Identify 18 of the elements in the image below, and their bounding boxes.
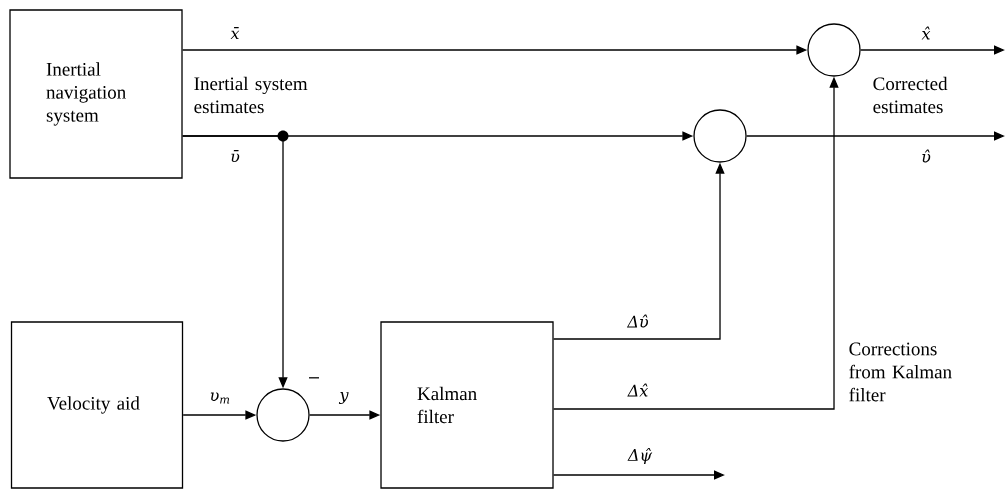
process-box: Inertial navigation system: [9, 9, 183, 179]
summing-junction: [256, 388, 310, 442]
summing-junction: [807, 23, 861, 77]
process-box: Kalman filter: [380, 321, 554, 489]
edge-label: x̂: [920, 25, 932, 41]
annotation: Corrections from Kalman filter: [849, 342, 952, 402]
summing-junction: [693, 109, 747, 163]
edge-label: y: [338, 391, 350, 405]
edge-label: υ$_{m}$: [208, 391, 232, 405]
edge-label: x̄: [229, 26, 241, 40]
edge-label: Δx̂: [626, 382, 650, 398]
edge-label: Δψ̂: [626, 446, 654, 466]
edge-label: Δυ̂: [626, 313, 650, 329]
edge-label: υ̂: [920, 148, 932, 164]
edge-label: ῡ: [229, 149, 241, 163]
edge-label: −: [306, 376, 322, 384]
annotation: Corrected estimates: [873, 76, 948, 114]
process-box: Velocity aid: [10, 321, 184, 489]
